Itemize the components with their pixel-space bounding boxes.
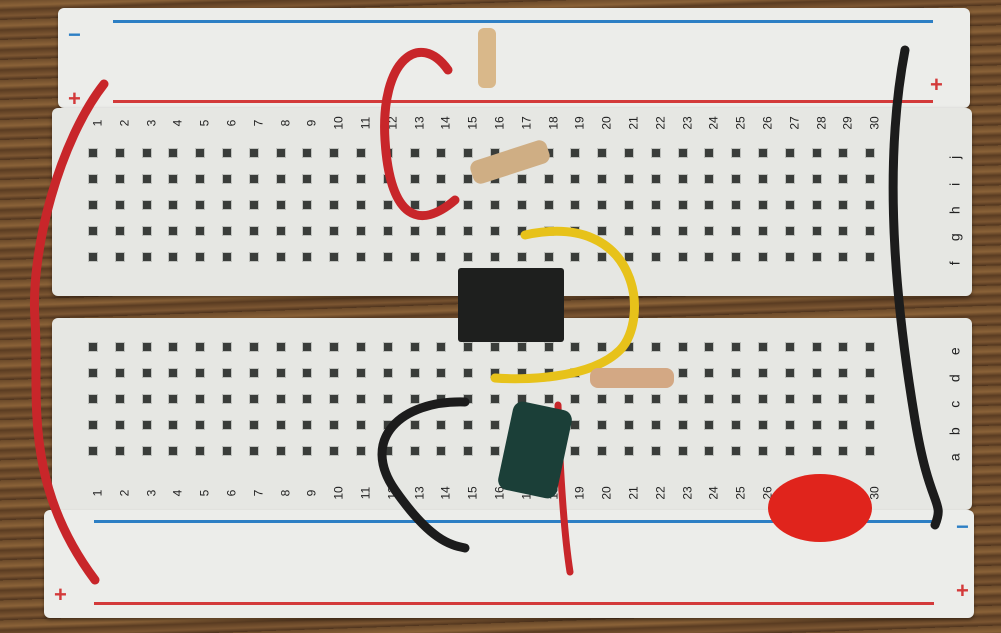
- rail-sign-minus: −: [68, 22, 81, 47]
- rail-line-blue: [113, 20, 933, 23]
- rail-sign-minus-right: −: [956, 514, 969, 539]
- black-jumper-wire-right: [888, 45, 943, 530]
- ic-chip-8pin: [458, 268, 564, 342]
- black-jumper-wire-bottom: [377, 397, 470, 553]
- rail-line-blue: [94, 520, 934, 523]
- rail-sign-plus-right: +: [930, 72, 943, 97]
- resistor-middle: [470, 140, 550, 184]
- rail-sign-plus-right: +: [956, 578, 969, 603]
- electrolytic-capacitor: [498, 401, 572, 499]
- rail-line-red: [113, 100, 933, 103]
- red-jumper-wire-left: [29, 79, 109, 585]
- resistor-bottom: [590, 368, 674, 388]
- power-rail-top: − + +: [58, 8, 970, 111]
- tie-point-grid: [88, 342, 892, 456]
- yellow-jumper-wire: [490, 226, 639, 384]
- rail-sign-plus: +: [68, 86, 81, 111]
- resistor-top-vertical: [478, 28, 496, 88]
- rail-line-red: [94, 602, 934, 605]
- tie-point-grid: [88, 148, 892, 262]
- red-jumper-wire-top: [380, 47, 460, 220]
- red-led: [768, 474, 872, 542]
- rail-sign-plus: +: [54, 582, 67, 607]
